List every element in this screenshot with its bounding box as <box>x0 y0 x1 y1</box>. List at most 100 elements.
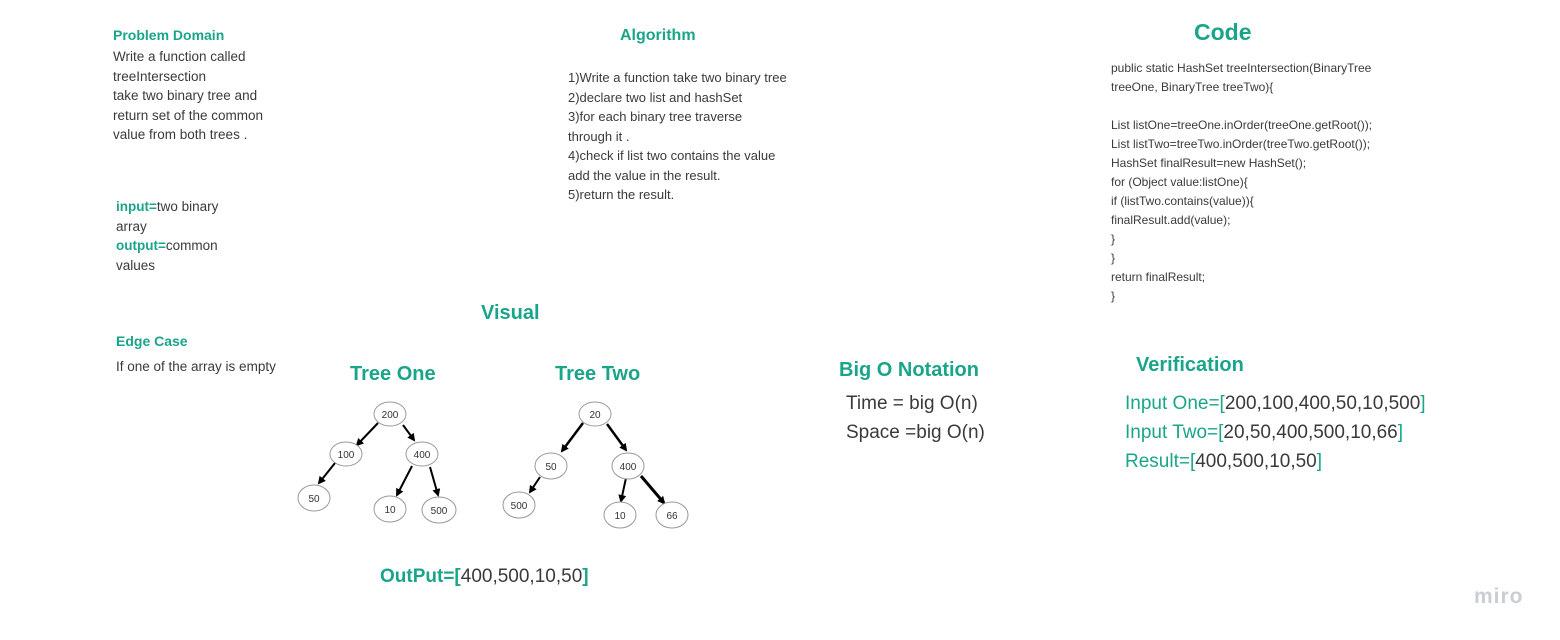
edge-case-text: If one of the array is empty <box>116 359 276 374</box>
code-line: } <box>1111 232 1116 246</box>
big-o-time: Time = big O(n) <box>846 393 978 414</box>
algorithm-step: 3)for each binary tree traverse <box>568 109 743 124</box>
verification-value: 20,50,400,500,10,66 <box>1223 422 1398 443</box>
problem-line: Write a function called <box>113 49 246 64</box>
tree-one-edge <box>429 466 441 497</box>
problem-line: take two binary tree and <box>113 88 258 103</box>
output-line: output=common <box>116 236 218 256</box>
code-line: public static HashSet treeIntersection(B… <box>1111 61 1372 75</box>
algorithm-title: Algorithm <box>620 27 696 44</box>
tree-two-title: Tree Two <box>555 363 641 385</box>
input-value-cont: array <box>116 218 147 234</box>
code-line: treeOne, BinaryTree treeTwo){ <box>1111 80 1274 94</box>
input-value: two binary <box>156 199 219 214</box>
input-line: input=two binary <box>116 197 218 217</box>
tree-two-node-label: 66 <box>666 511 678 522</box>
code-block: public static HashSet treeIntersection(B… <box>1111 59 1372 306</box>
code-line: return finalResult; <box>1111 270 1206 284</box>
code-line: List listTwo=treeTwo.inOrder(treeTwo.get… <box>1111 137 1371 151</box>
tree-one-node: 100 <box>329 441 363 467</box>
miro-logo: miro <box>1474 585 1524 608</box>
verification-label: Input Two= <box>1125 422 1219 443</box>
algorithm-step: 2)declare two list and hashSet <box>568 89 743 105</box>
verification-open: [ <box>1218 422 1224 443</box>
tree-one-edge <box>317 462 336 485</box>
algorithm-step: through it . <box>568 128 630 144</box>
tree-one-edge <box>402 424 416 442</box>
code-title: Code <box>1194 19 1252 45</box>
tree-two-edge <box>528 476 541 494</box>
verification-open: [ <box>1219 393 1225 414</box>
code-line: finalResult.add(value); <box>1111 213 1231 227</box>
tree-one-node: 50 <box>297 484 331 512</box>
tree-one-node: 400 <box>405 441 439 467</box>
verification-value: 400,500,10,50 <box>1195 451 1317 472</box>
tree-one-node: 10 <box>373 495 407 523</box>
verification-close: ] <box>1316 451 1323 472</box>
algorithm-step: add the value in the result. <box>568 167 721 183</box>
big-o-details: Time = big O(n) Space =big O(n) <box>846 389 985 447</box>
tree-one-node-label: 400 <box>414 450 431 461</box>
tree-two-node: 50 <box>534 452 568 480</box>
verification-open: [ <box>1189 451 1196 472</box>
tree-two-edge <box>618 477 627 503</box>
visual-output: OutPut=[400,500,10,50] <box>380 566 589 588</box>
edge-case-section: Edge Case If one of the array is empty <box>116 333 276 377</box>
big-o-space: Space =big O(n) <box>846 422 985 443</box>
tree-two-edge <box>639 475 666 505</box>
tree-one-node: 200 <box>373 401 407 427</box>
verification-close: ] <box>1397 422 1404 443</box>
tree-two-node-label: 400 <box>620 462 637 473</box>
visual-output-open: [ <box>454 566 461 587</box>
tree-one-node-label: 500 <box>431 506 448 517</box>
output-value: common <box>165 238 218 253</box>
algorithm-steps: 1)Write a function take two binary tree … <box>568 68 787 205</box>
input-label: input= <box>116 199 157 214</box>
tree-one-node: 500 <box>421 496 457 524</box>
tree-two-node: 400 <box>611 452 645 480</box>
verification-row: Input Two=[20,50,400,500,10,66] <box>1125 418 1426 447</box>
tree-two-edge <box>560 422 584 453</box>
code-line: for (Object value:listOne){ <box>1111 175 1248 189</box>
verification-value: 200,100,400,50,10,500 <box>1224 393 1421 414</box>
verification-title: Verification <box>1136 354 1244 376</box>
edge-case-title: Edge Case <box>116 333 188 349</box>
problem-line: treeIntersection <box>113 68 207 84</box>
tree-two-node: 10 <box>603 501 637 529</box>
verification-row: Result=[400,500,10,50] <box>1125 447 1426 476</box>
visual-title: Visual <box>481 302 540 324</box>
problem-line: value from both trees . <box>113 127 248 142</box>
code-line: HashSet finalResult=new HashSet(); <box>1111 156 1307 170</box>
problem-domain-text: Write a function called treeIntersection… <box>113 47 263 145</box>
visual-output-close: ] <box>582 566 589 587</box>
tree-two-node-label: 20 <box>589 410 601 421</box>
tree-one-title: Tree One <box>350 363 436 385</box>
verification-label: Input One= <box>1125 393 1220 414</box>
code-line: List listOne=treeOne.inOrder(treeOne.get… <box>1111 118 1373 132</box>
tree-two-node-label: 10 <box>614 511 626 522</box>
code-line: } <box>1111 251 1116 265</box>
visual-output-value: 400,500,10,50 <box>460 566 583 587</box>
tree-one-edge <box>355 422 379 447</box>
tree-two-node: 20 <box>578 401 612 427</box>
tree-two-edge <box>605 423 628 452</box>
tree-one-node-label: 50 <box>308 494 320 505</box>
verification-rows: Input One=[200,100,400,50,10,500] Input … <box>1125 389 1426 476</box>
problem-domain-title: Problem Domain <box>113 27 225 43</box>
tree-one-node-label: 200 <box>382 410 399 421</box>
verification-label: Result= <box>1125 451 1190 472</box>
big-o-title: Big O Notation <box>839 359 979 381</box>
input-output-section: input=two binary array output=common val… <box>116 197 218 275</box>
verification-row: Input One=[200,100,400,50,10,500] <box>1125 389 1426 418</box>
visual-output-label: OutPut= <box>380 566 455 587</box>
tree-two-node: 500 <box>502 491 536 519</box>
tree-two-node-label: 500 <box>511 501 528 512</box>
tree-one-edge <box>396 465 413 497</box>
problem-line: return set of the common <box>113 107 264 123</box>
code-line: if (listTwo.contains(value)){ <box>1111 194 1254 208</box>
output-value-cont: values <box>116 257 156 273</box>
verification-close: ] <box>1420 393 1426 414</box>
code-line: } <box>1111 289 1116 303</box>
tree-one-node-label: 100 <box>338 450 355 461</box>
